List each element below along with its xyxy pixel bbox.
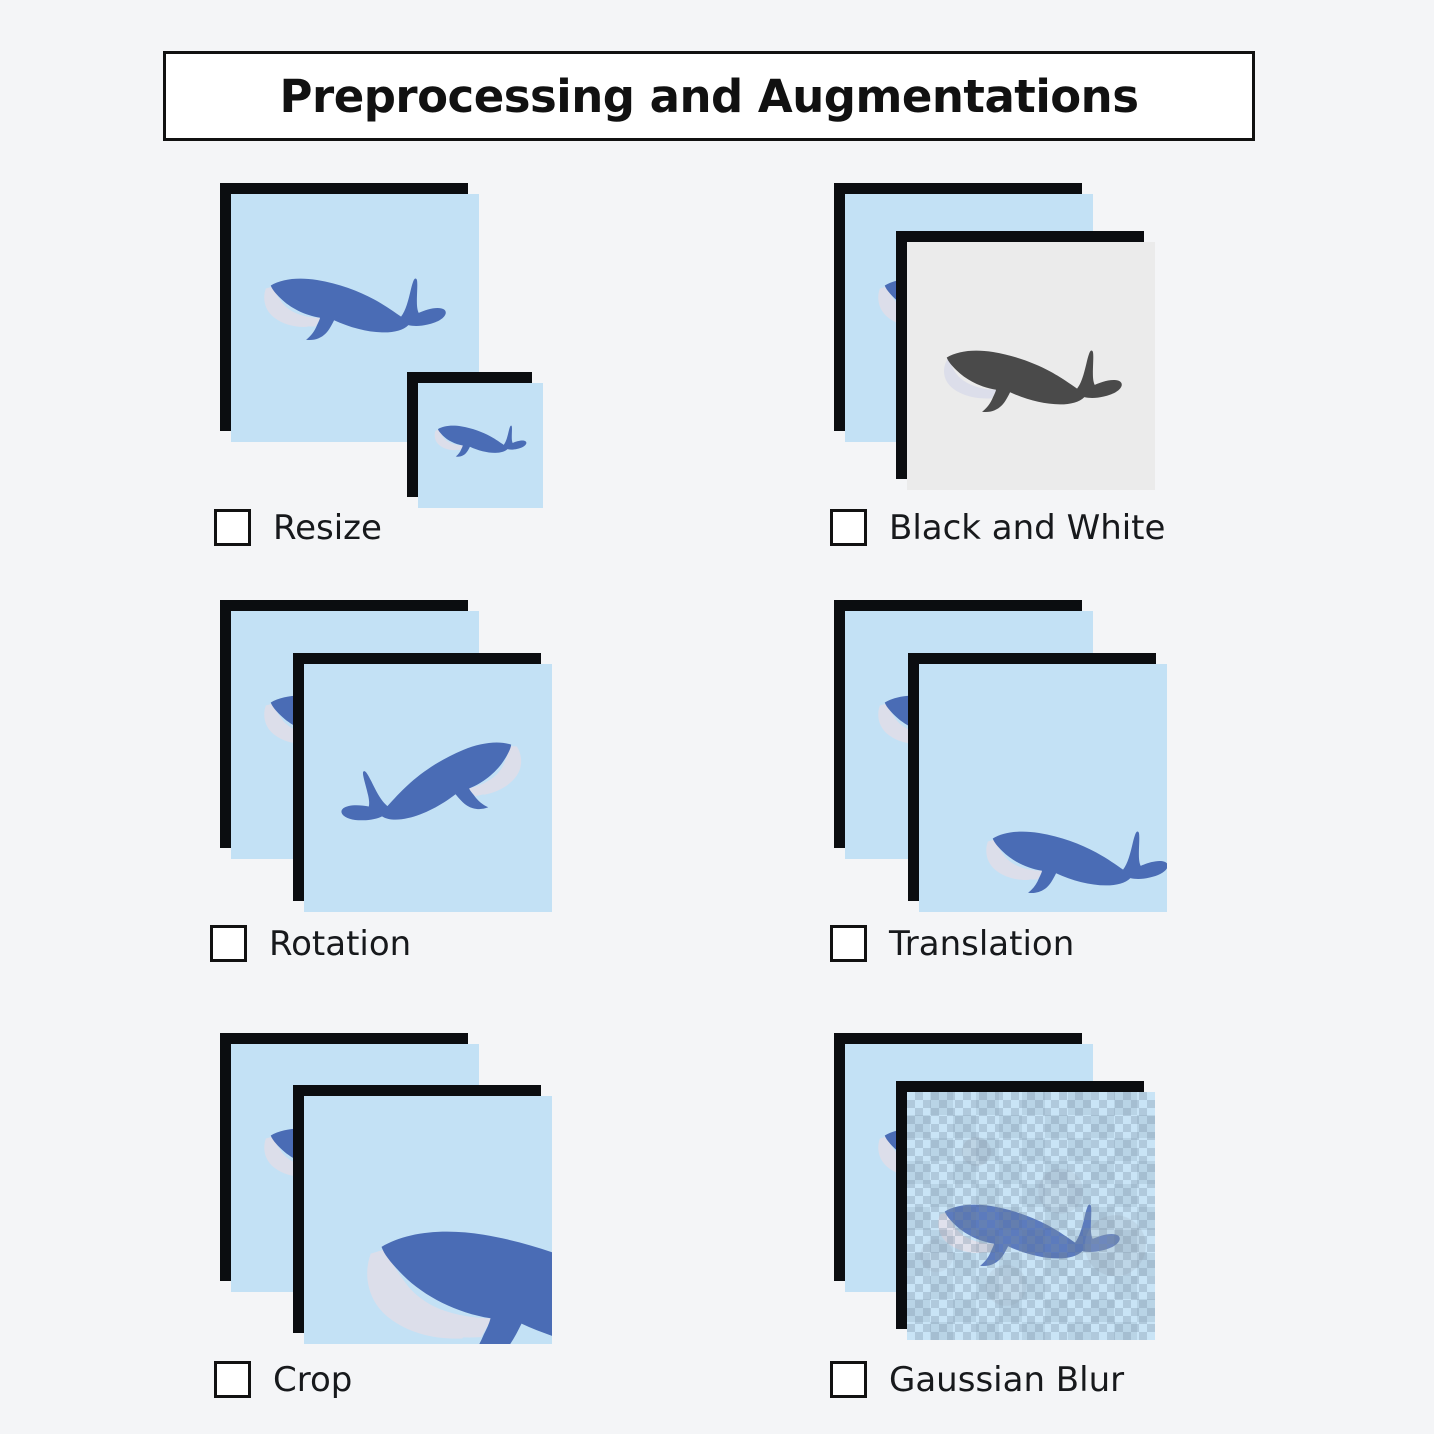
card-surface	[907, 1092, 1155, 1340]
card-frame	[407, 372, 532, 497]
caption-rotation[interactable]: Rotation	[210, 925, 411, 962]
caption-label: Resize	[273, 507, 382, 548]
card-frame	[220, 1033, 468, 1281]
caption-label: Gaussian Blur	[889, 1359, 1125, 1400]
caption-resize[interactable]: Resize	[214, 509, 382, 546]
checkbox-icon[interactable]	[214, 1361, 251, 1398]
checkbox-icon[interactable]	[830, 925, 867, 962]
card-frame	[293, 1085, 541, 1333]
caption-label: Black and White	[889, 507, 1166, 548]
panel-black-and-white: Black and White	[820, 175, 1380, 575]
whale-icon	[433, 419, 529, 459]
blur-noise-coarse	[907, 1092, 1155, 1340]
caption-crop[interactable]: Crop	[214, 1361, 352, 1398]
card-frame	[834, 600, 1082, 848]
resize-result-card	[407, 372, 543, 508]
card-surface	[907, 242, 1155, 490]
page-title: Preprocessing and Augmentations	[279, 69, 1139, 123]
checkbox-icon[interactable]	[830, 1361, 867, 1398]
panel-resize: Resize	[200, 175, 760, 575]
card-frame	[220, 183, 468, 431]
card-frame	[293, 653, 541, 901]
card-surface	[418, 383, 543, 508]
card-surface	[919, 664, 1167, 912]
bw-result-card	[896, 231, 1155, 490]
panel-translation: Translation	[820, 595, 1380, 995]
card-frame	[834, 183, 1082, 431]
page-title-box: Preprocessing and Augmentations	[163, 51, 1255, 141]
card-surface	[304, 1096, 552, 1344]
caption-label: Translation	[889, 923, 1075, 964]
caption-label: Rotation	[269, 923, 412, 964]
whale-icon	[261, 266, 451, 344]
caption-translation[interactable]: Translation	[830, 925, 1074, 962]
panel-rotation: Rotation	[200, 595, 760, 995]
whale-icon	[983, 819, 1167, 897]
rotation-result-card	[293, 653, 552, 912]
card-frame	[896, 231, 1144, 479]
blur-result-card	[896, 1081, 1155, 1340]
caption-label: Crop	[273, 1359, 353, 1400]
panel-gaussian-blur: Gaussian Blur	[820, 1025, 1380, 1425]
whale-icon	[937, 338, 1127, 416]
whale-icon	[360, 1204, 552, 1344]
crop-result-card	[293, 1085, 552, 1344]
checkbox-icon[interactable]	[830, 509, 867, 546]
checkbox-icon[interactable]	[214, 509, 251, 546]
translation-result-card	[908, 653, 1167, 912]
checkbox-icon[interactable]	[210, 925, 247, 962]
blur-noise-fine	[907, 1092, 1155, 1340]
card-frame	[834, 1033, 1082, 1281]
caption-black-and-white[interactable]: Black and White	[830, 509, 1165, 546]
card-surface	[304, 664, 552, 912]
card-frame	[220, 600, 468, 848]
blur-noise-blobs	[907, 1092, 1155, 1340]
panel-crop: Crop	[200, 1025, 760, 1425]
card-frame	[896, 1081, 1144, 1329]
card-frame	[908, 653, 1156, 901]
caption-gaussian-blur[interactable]: Gaussian Blur	[830, 1361, 1124, 1398]
whale-icon	[326, 723, 535, 845]
